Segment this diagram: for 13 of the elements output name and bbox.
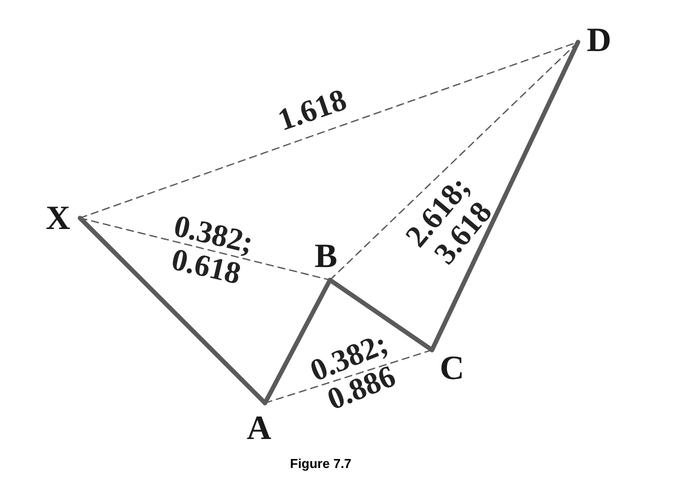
line <box>78 216 268 406</box>
point-label: B <box>311 240 341 276</box>
dashed-line <box>329 41 579 281</box>
point-label: C <box>436 352 468 388</box>
point-label: X <box>42 202 74 238</box>
figure-caption: Figure 7.7 <box>290 456 352 471</box>
point-label: A <box>244 412 274 448</box>
line <box>430 40 580 352</box>
point-label: D <box>582 24 616 60</box>
line <box>262 278 332 406</box>
edge-label: 1.618 <box>272 80 352 140</box>
edge-label: 0.382; 0.886 <box>304 324 402 419</box>
edge-label: 0.382; 0.618 <box>167 206 258 293</box>
